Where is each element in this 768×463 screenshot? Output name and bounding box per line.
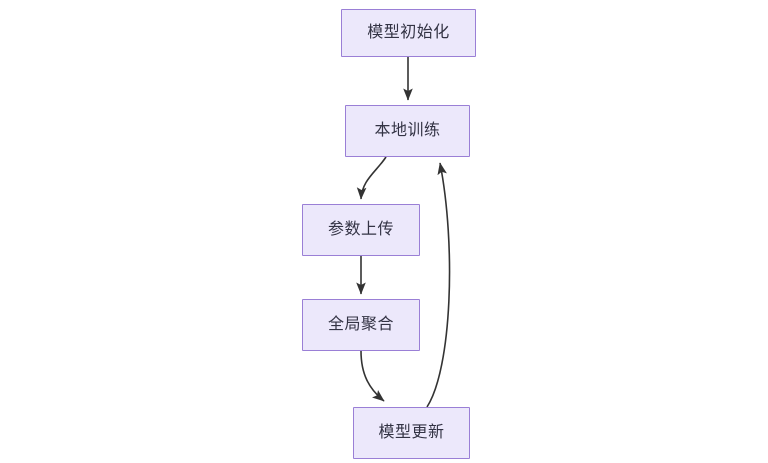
- edge-update-to-training: [426, 162, 451, 408]
- node-global-aggregation-label: 全局聚合: [327, 316, 394, 334]
- node-model-update-label: 模型更新: [378, 424, 445, 442]
- node-model-init[interactable]: 模型初始化: [341, 9, 476, 57]
- node-global-aggregation[interactable]: 全局聚合: [302, 299, 420, 351]
- node-model-init-label: 模型初始化: [367, 24, 450, 42]
- node-local-training-label: 本地训练: [374, 122, 441, 140]
- edge-aggregation-to-update: [360, 350, 385, 402]
- node-model-update[interactable]: 模型更新: [353, 407, 470, 459]
- node-parameter-upload-label: 参数上传: [327, 221, 394, 239]
- edge-training-to-upload: [356, 156, 387, 200]
- node-parameter-upload[interactable]: 参数上传: [302, 204, 420, 256]
- node-local-training[interactable]: 本地训练: [345, 105, 470, 157]
